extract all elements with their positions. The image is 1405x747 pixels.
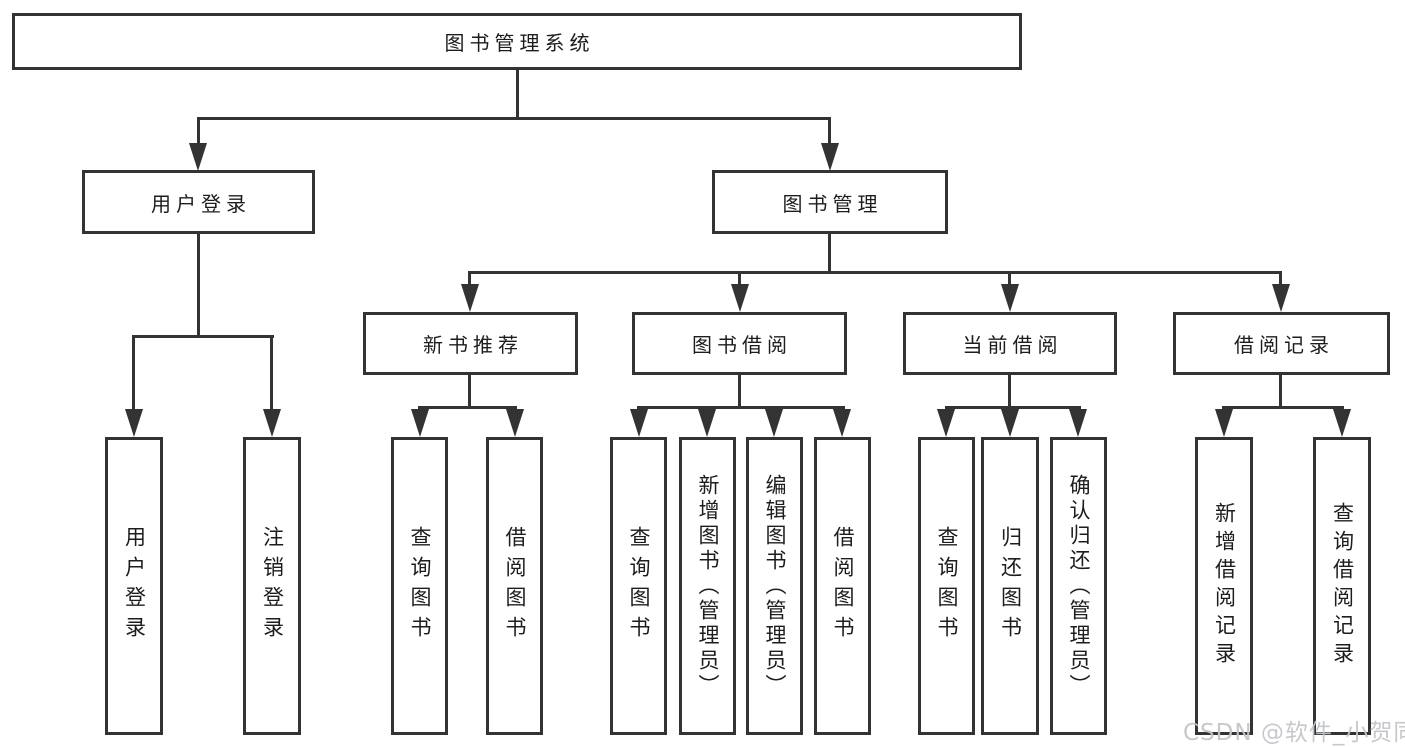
arrow-to-leaf-user-login xyxy=(125,409,143,437)
arrow-to-book-mgmt xyxy=(821,143,839,171)
leaf-cb-return-books: 归还图书 xyxy=(981,437,1039,735)
connector-root-horizontal xyxy=(197,117,831,120)
leaf-user-login: 用户登录 xyxy=(105,437,163,735)
arrow-to-bb-query xyxy=(630,409,648,437)
node-book-management: 图书管理 xyxy=(712,170,948,234)
connector-stub-borrow-records xyxy=(1279,273,1282,286)
node-label: 图书管理 xyxy=(782,191,883,216)
node-label: 借阅记录 xyxy=(1234,333,1334,357)
leaf-br-add-record: 新增借阅记录 xyxy=(1195,437,1253,735)
leaf-label: 查询图书 xyxy=(408,526,432,646)
connector-stub-book-borrow xyxy=(738,273,741,286)
leaf-bb-query-books: 查询图书 xyxy=(610,437,667,735)
leaf-nbr-query-books: 查询图书 xyxy=(391,437,448,735)
connector-stub-user-login xyxy=(197,119,200,145)
connector-bb-horizontal xyxy=(637,406,845,409)
arrow-to-cb-confirm xyxy=(1069,409,1087,437)
node-label: 新书推荐 xyxy=(423,333,523,357)
leaf-label: 确认归还（管理员） xyxy=(1067,473,1091,699)
connector-br-horizontal xyxy=(1222,406,1344,409)
connector-stub-book-mgmt xyxy=(828,119,831,145)
connector-stub-leaf-user-login xyxy=(132,337,135,411)
arrow-to-user-login xyxy=(189,143,207,171)
leaf-label: 归还图书 xyxy=(998,526,1023,646)
leaf-label: 新增借阅记录 xyxy=(1212,502,1237,670)
node-label: 用户登录 xyxy=(151,191,251,216)
leaf-label: 编辑图书（管理员） xyxy=(763,473,787,699)
arrow-to-current-borrow xyxy=(1001,284,1019,312)
leaf-bb-edit-books-admin: 编辑图书（管理员） xyxy=(746,437,803,735)
arrow-to-nbr-query xyxy=(411,409,429,437)
arrow-to-borrow-records xyxy=(1272,284,1290,312)
connector-nbr-horizontal xyxy=(418,406,517,409)
arrow-to-bb-edit xyxy=(765,409,783,437)
node-new-book-recommend: 新书推荐 xyxy=(363,312,578,375)
node-borrowing-records: 借阅记录 xyxy=(1173,312,1390,375)
connector-cb-horizontal xyxy=(945,406,1081,409)
arrow-to-nbr-borrow xyxy=(506,409,524,437)
leaf-label: 查询借阅记录 xyxy=(1330,502,1355,670)
arrow-to-cb-return xyxy=(1001,409,1019,437)
arrow-to-br-add xyxy=(1215,409,1233,437)
connector-user-login-horizontal xyxy=(132,335,274,338)
arrow-to-book-borrow xyxy=(731,284,749,312)
csdn-watermark: CSDN @软件_小贺同学 xyxy=(1183,720,1405,746)
leaf-cb-confirm-return-admin: 确认归还（管理员） xyxy=(1050,437,1107,735)
leaf-label: 查询图书 xyxy=(935,526,959,646)
leaf-nbr-borrow-books: 借阅图书 xyxy=(486,437,543,735)
connector-user-login-vertical xyxy=(197,234,200,337)
node-library-management-system: 图书管理系统 xyxy=(12,13,1022,70)
leaf-label: 借阅图书 xyxy=(831,526,855,646)
connector-book-mgmt-vertical xyxy=(828,234,831,273)
connector-book-mgmt-horizontal xyxy=(468,271,1282,274)
node-label: 图书管理系统 xyxy=(444,31,595,55)
node-label: 当前借阅 xyxy=(962,333,1063,357)
arrow-to-br-query xyxy=(1333,409,1351,437)
connector-stub-current-borrow xyxy=(1008,273,1011,286)
leaf-label: 用户登录 xyxy=(122,526,147,646)
connector-cb-vertical xyxy=(1008,375,1011,408)
leaf-cb-query-books: 查询图书 xyxy=(918,437,975,735)
leaf-logout: 注销登录 xyxy=(243,437,301,735)
leaf-label: 查询图书 xyxy=(627,526,651,646)
leaf-br-query-record: 查询借阅记录 xyxy=(1313,437,1371,735)
connector-bb-vertical xyxy=(738,375,741,408)
node-label: 图书借阅 xyxy=(692,333,792,357)
connector-stub-leaf-logout xyxy=(270,337,273,411)
node-book-borrowing: 图书借阅 xyxy=(632,312,847,375)
connector-nbr-vertical xyxy=(468,375,471,408)
arrow-to-bb-borrow xyxy=(833,409,851,437)
arrow-to-bb-add xyxy=(698,409,716,437)
arrow-to-cb-query xyxy=(937,409,955,437)
node-current-borrowing: 当前借阅 xyxy=(903,312,1117,375)
leaf-label: 新增图书（管理员） xyxy=(696,473,720,699)
arrow-to-new-book-rec xyxy=(461,284,479,312)
connector-br-vertical xyxy=(1279,375,1282,408)
arrow-to-leaf-logout xyxy=(263,409,281,437)
leaf-bb-borrow-books: 借阅图书 xyxy=(814,437,871,735)
node-user-login: 用户登录 xyxy=(82,170,315,234)
leaf-label: 借阅图书 xyxy=(503,526,527,646)
connector-stub-new-book-rec xyxy=(468,273,471,286)
connector-root-vertical xyxy=(516,70,519,120)
leaf-label: 注销登录 xyxy=(260,526,285,646)
leaf-bb-add-books-admin: 新增图书（管理员） xyxy=(679,437,736,735)
